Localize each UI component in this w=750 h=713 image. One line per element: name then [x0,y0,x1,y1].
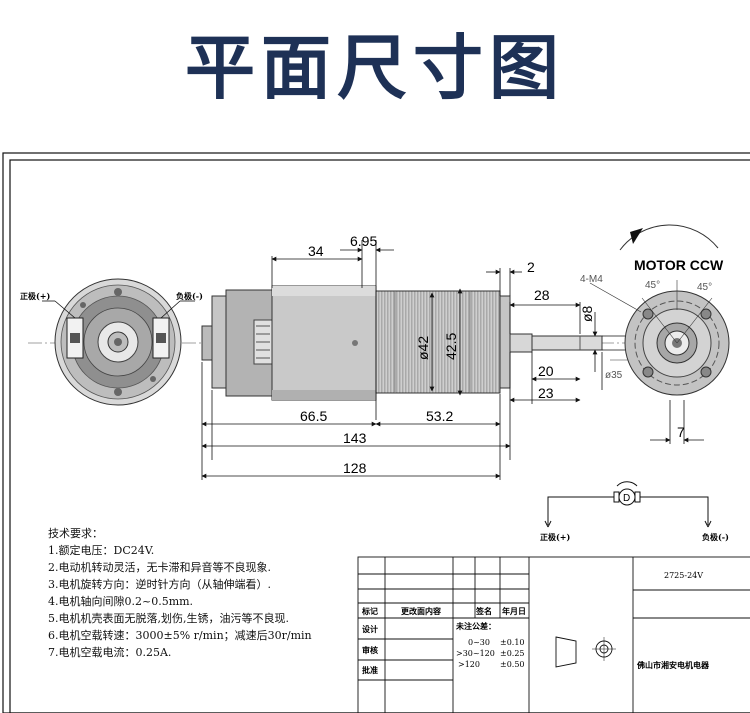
title-block-design: 设计 [362,624,378,634]
title-block [357,556,750,713]
dim-2: 2 [527,259,535,275]
title-block-date: 年月日 [502,606,526,616]
dim-128: 128 [343,460,367,476]
circuit-positive-label: 正极(+) [540,532,570,542]
dim-66-5: 66.5 [300,408,327,424]
dim-42-5: 42.5 [443,333,459,360]
dim-53-2: 53.2 [426,408,453,424]
negative-terminal-label: 负极(-) [176,291,203,301]
title-block-approve: 批准 [362,665,378,675]
dimension-lines [201,240,625,480]
motor-ccw-label: MOTOR CCW [634,257,724,273]
requirement-item: 7.电机空载电流：0.25A. [48,646,172,659]
dim-d35: ø35 [605,370,623,381]
tolerance-value-1: ±0.10 [500,638,525,647]
dim-143: 143 [343,430,367,446]
angle-left-label: 45° [645,280,660,291]
tolerance-value-2: ±0.25 [500,649,525,658]
requirement-item: 5.电机机壳表面无脱落,划伤,生锈，油污等不良现. [48,612,289,625]
dim-d42: ø42 [415,336,431,360]
requirement-item: 6.电机空载转速：3000±5% r/min；减速后30r/min [48,629,312,642]
end-view-brush-side [42,278,195,406]
motor-circuit-symbol [544,481,712,528]
outer-frame [2,152,750,713]
positive-terminal-label: 正极(+) [20,291,50,301]
title-block-company: 佛山市湘安电机电器 [636,660,710,670]
dim-7: 7 [677,424,685,440]
tolerance-range-1: 0~30 [468,638,490,647]
side-view-motor [201,285,603,401]
inner-frame [9,159,750,713]
motor-symbol-letter: D [623,493,630,504]
end-view-flange-side [589,224,730,444]
angle-right-label: 45° [697,282,712,293]
title-block-check: 审核 [362,645,378,655]
tolerance-value-3: ±0.50 [500,660,525,669]
title-block-mark: 标记 [361,606,378,616]
requirement-item: 2.电动机转动灵活，无卡滞和异音等不良现象. [48,561,271,574]
dim-6-95: 6.95 [350,233,377,249]
dim-20: 20 [538,363,554,379]
title-block-sign: 签名 [475,606,492,616]
dim-23: 23 [538,385,554,401]
hole-spec-label: 4-M4 [580,274,603,285]
dim-d8: ø8 [579,305,595,322]
requirement-item: 1.额定电压：DC24V. [48,544,155,557]
tolerance-title: 未注公差： [455,621,496,631]
dim-34: 34 [308,243,324,259]
requirement-item: 4.电机轴向间隙0.2~0.5mm. [48,595,194,608]
circuit-negative-label: 负极(-) [702,532,729,542]
title-block-change: 更改面内容 [401,606,441,616]
tolerance-range-2: >30~120 [456,649,495,658]
requirements-heading: 技术要求： [48,527,103,540]
dim-28: 28 [534,287,550,303]
page-title: 平面尺寸图 [185,27,565,109]
requirement-item: 3.电机旋转方向：逆时针方向（从轴伸端看）. [48,578,271,591]
title-block-model: 2725-24V [664,571,703,580]
tolerance-range-3: >120 [458,660,480,669]
